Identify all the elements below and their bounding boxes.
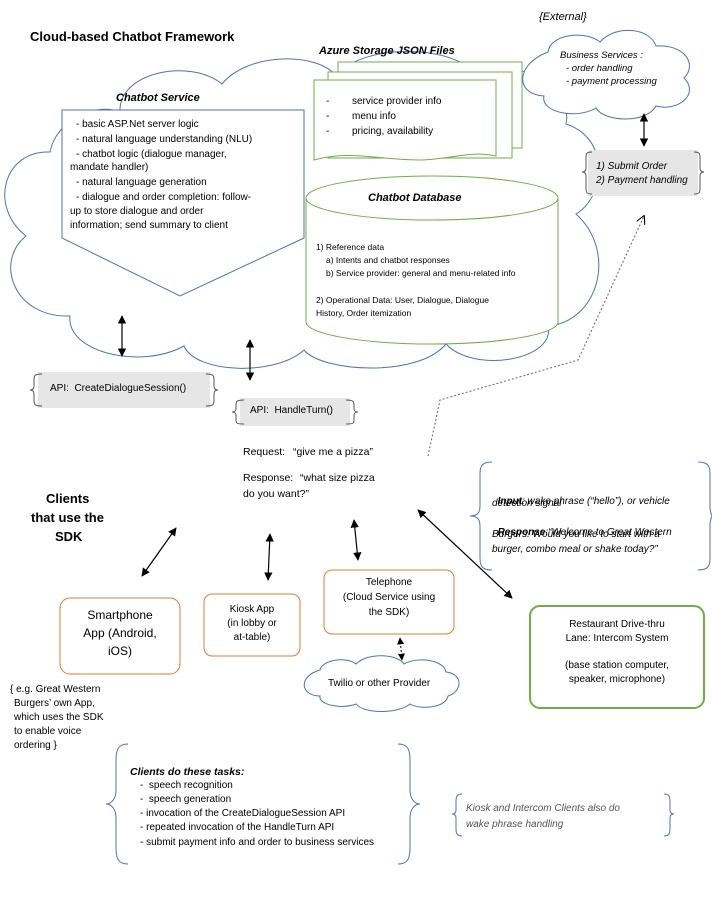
api-handle-label: API: HandleTurn() [250,405,333,416]
service-item: - natural language generation [76,177,207,188]
azure-label: Azure Storage JSON Files [319,45,455,57]
submit-order-box [581,150,705,196]
smartphone-note: ordering } [14,740,57,751]
kiosk-note: Kiosk and Intercom Clients also do [466,803,620,814]
drivethru-title: Lane: Intercom System [565,633,669,644]
kiosk-label: Kiosk App [229,604,275,615]
azure-item: pricing, availability [352,126,434,137]
kiosk-label: (in lobby or [227,618,277,629]
service-item: up to store dialogue and order [70,206,204,217]
telephone-label: (Cloud Service using [342,592,436,603]
wake-input-line2: detection signal [492,498,562,509]
client-task-item: - invocation of the CreateDialogueSessio… [140,808,346,819]
azure-item: service provider info [352,96,442,107]
arrow-smartphone [141,527,177,577]
response-text: “what size pizza [300,472,375,484]
azure-item: menu info [352,111,396,122]
clients-label: that use the [31,510,104,525]
drivethru-box [529,605,705,709]
external-label: {External} [539,11,587,23]
azure-dash: - [326,111,330,122]
kiosk-label: at-table) [233,632,271,643]
response-label: Response: [243,472,294,484]
chatbot-service-shape [61,109,305,297]
service-item: - chatbot logic (dialogue manager, [76,149,227,160]
drivethru-detail: (base station computer, [565,660,669,671]
drivethru-title: Restaurant Drive-thru [569,619,665,630]
db-line: a) Intents and chatbot responses [326,255,450,265]
service-item: - dialogue and order completion: follow- [76,192,252,203]
client-task-item: - speech recognition [140,780,233,791]
smartphone-label: iOS) [108,644,132,658]
api-create-label: API: CreateDialogueSession() [50,383,187,394]
smartphone-note: { e.g. Great Western [10,684,101,695]
business-services-item: - order handling [566,63,633,74]
api-handle-box [231,398,359,426]
response-text: do you want?” [243,488,309,500]
arrow-kiosk [264,533,274,581]
arrow-telephone [350,519,362,561]
smartphone-note: Burgers’ own App, [14,698,95,709]
telephone-label: the SDK) [368,607,410,618]
page-title: Cloud-based Chatbot Framework [30,29,235,44]
client-tasks-title: Clients do these tasks: [130,766,245,778]
db-line: 1) Reference data [316,242,385,252]
request-text: “give me a pizza” [293,446,373,458]
smartphone-note: to enable voice [14,726,82,737]
telephone-label: Telephone [365,577,413,588]
service-item: information; send summary to client [70,220,228,231]
arrow-to-submit [427,216,644,457]
kiosk-box [203,593,301,657]
wake-response-label: Response [497,526,546,538]
kiosk-note-brace [451,793,675,837]
smartphone-box [59,597,181,675]
smartphone-label: Smartphone [87,608,153,622]
arrow-drivethru [417,509,513,599]
azure-dash: - [326,126,330,137]
business-services-cloud [522,29,690,120]
azure-storage-files [313,61,523,161]
service-item: - natural language understanding (NLU) [76,134,253,145]
clients-label: Clients [46,491,90,506]
service-item: - basic ASP.Net server logic [76,119,199,130]
submit-order-line: 1) Submit Order [596,161,668,172]
drivethru-detail: speaker, microphone) [568,674,666,685]
azure-dash: - [326,96,330,107]
request-label: Request: [243,446,286,458]
business-services-title: Business Services : [560,50,643,61]
client-task-item: - speech generation [140,794,232,805]
chatbot-db-title: Chatbot Database [368,192,462,204]
chatbot-database-shape [305,175,559,345]
db-line: History, Order itemization [316,308,412,318]
business-services-item: - payment processing [566,76,657,87]
wake-input-label: Input [497,495,522,507]
kiosk-note: wake phrase handling [466,819,564,830]
wake-response-line2: Burgers. Would you like to start with a [492,529,660,540]
db-line: 2) Operational Data: User, Dialogue, Dia… [316,295,489,305]
client-tasks-brace [105,743,421,865]
chatbot-service-title: Chatbot Service [116,92,200,104]
clients-label: SDK [55,529,83,544]
arrow-telephone-twilio [397,637,405,661]
service-item: mandate handler) [70,162,149,173]
api-create-box [29,372,219,408]
twilio-label: Twilio or other Provider [328,678,431,689]
smartphone-label: App (Android, [83,626,157,640]
smartphone-note: which uses the SDK [14,712,104,723]
wake-input-text: : wake phrase (“hello”), or vehicle [522,495,670,507]
wake-response-text: :“Welcome to Great Western [545,526,672,538]
db-line: b) Service provider: general and menu-re… [326,268,516,278]
client-task-item: - submit payment info and order to busin… [140,837,374,848]
payment-handling-line: 2) Payment handling [596,175,688,186]
twilio-cloud [303,655,460,712]
wake-response-line3: burger, combo meal or shake today?” [492,544,658,555]
client-task-item: - repeated invocation of the HandleTurn … [140,822,335,833]
